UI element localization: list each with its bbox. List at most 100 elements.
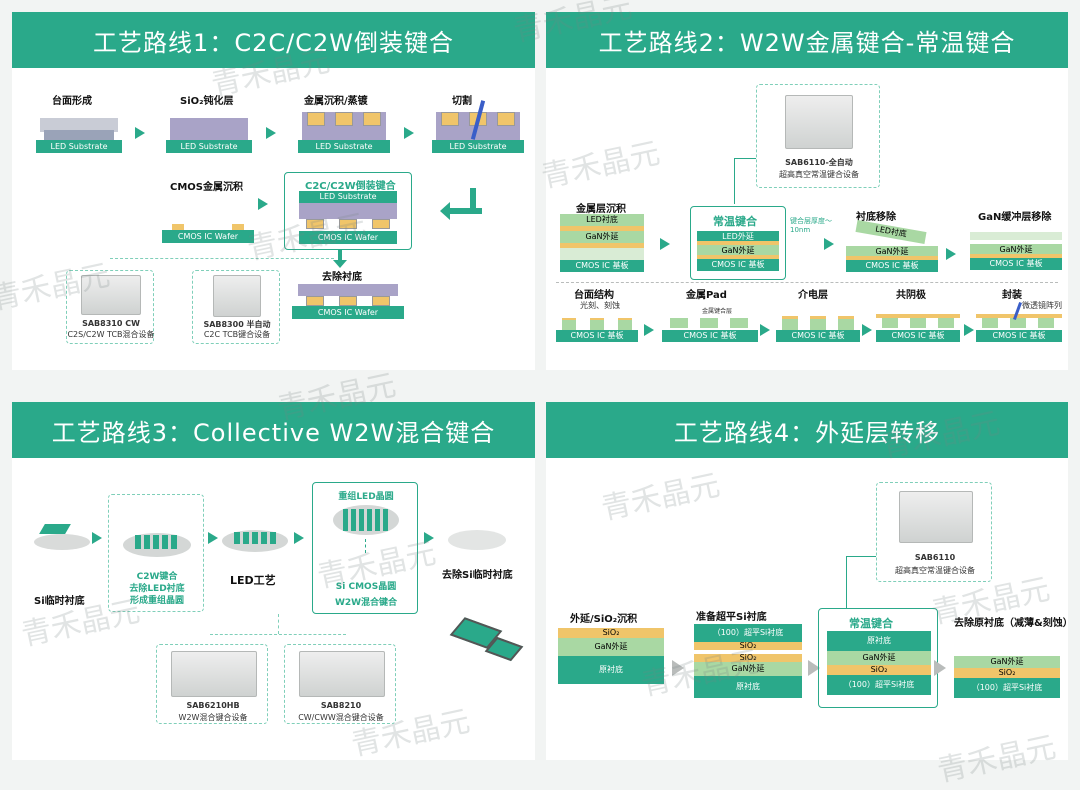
step-sio2-label: SiO₂钝化层 [180,96,234,107]
substrate-removal-label: 衬底移除 [856,212,896,223]
p3-arrow-2 [208,532,218,544]
machine-2-desc: C2C TCB键合设备 [203,330,271,339]
led-substrate-1: LED Substrate [36,140,122,153]
machine-sab6110-image [785,95,853,149]
arrow-1 [135,127,145,139]
stack-metal-deposit: LED衬底 GaN外延 CMOS IC 基板 [560,214,644,274]
remove-si-label: 去除Si临时衬底 [442,570,513,581]
arrow-4 [258,198,268,210]
litho-note: 光刻、刻蚀 [580,301,620,310]
arrow-2 [266,127,276,139]
pad-note: 金属键合层 [702,308,733,315]
w2w-bond-label: W2W混合键合 [334,598,398,608]
gan-buffer-removal-label: GaN缓冲层移除 [978,212,1052,223]
stack-mesa: LED Substrate [36,112,122,154]
step-dicing-label: 切割 [452,96,472,107]
stack-dicing: LED Substrate [432,100,524,154]
green-chip [39,524,71,534]
stack-sio2: LED Substrate [166,112,252,154]
c2w-line2: 去除LED衬底 [129,584,185,594]
stack-cmos-metal: CMOS IC Wafer [162,220,254,246]
p4-step4-label: 去除原衬底（减薄&刻蚀） [954,618,1073,629]
led-substrate-4: LED Substrate [432,140,524,153]
panel-3-title: 工艺路线3：Collective W2W混合键合 [12,402,535,458]
bond-box: C2C/C2W倒装键合 LED Substrate CMOS IC Wafer [284,172,412,250]
p4-arrow-2 [808,660,820,676]
machine-8210-box: SAB8210 CW/CWW混合键合设备 [284,644,396,724]
room-bond-label: 常温键合 [713,215,757,228]
p4-arrow-3 [934,660,946,676]
machine-8210-name: SAB8210 [320,701,362,710]
machine-sab6110-name: SAB6110-全自动 [785,158,853,167]
machine-1-desc: C2S/C2W TCB混合设备 [67,330,155,339]
cmos-metal-label: CMOS金属沉积 [170,182,243,193]
step-metal-label: 金属沉积/蒸镀 [304,96,368,107]
p4-step2-label: 准备超平Si衬底 [696,612,767,623]
dielectric-label: 介电层 [798,290,828,301]
p4-arrow-1 [672,660,684,676]
p3-arrow-4 [424,532,434,544]
stack-final: CMOS IC Wafer [292,284,404,320]
machine-2-image [213,275,261,317]
machine-4-name: SAB6110 [914,553,956,562]
cmos-wafer-final: CMOS IC Wafer [292,306,404,319]
cmos-wafer-1: CMOS IC Wafer [162,230,254,243]
row2-arrow-1 [644,324,654,336]
machine-4-desc: 超高真空常温键合设备 [895,566,975,575]
c2w-box: C2W键合 去除LED衬底 形成重组晶圆 [108,494,204,612]
machine-1-name: SAB8310 CW [82,319,140,328]
led-substrate-2: LED Substrate [166,140,252,153]
p4-stack-2: （100）超平Si衬底 SiO₂ SiO₂ GaN外延 原衬底 [694,624,802,702]
machine-1-box: SAB8310 CW C2S/C2W TCB混合设备 [66,270,155,344]
common-cathode-label: 共阴极 [896,290,926,301]
package-label: 封装 [1002,290,1022,301]
row2-stack-5: CMOS IC 基板 [976,302,1062,344]
bond-thickness-note: 键合层厚度～10nm [790,217,832,234]
row2-arrow-2 [760,324,770,336]
stack-metal: LED Substrate [298,112,390,154]
row2-arrow-4 [964,324,974,336]
si-temp-wafer [34,534,90,550]
step-mesa-label: 台面形成 [52,96,92,107]
panel-route-2: 工艺路线2：W2W金属键合-常温键合 SAB6110-全自动 超高真空常温键合设… [546,12,1068,370]
row2-stack-1: CMOS IC 基板 [556,314,638,344]
bond-title: C2C/C2W倒装键合 [305,181,396,192]
recon-wafer-label: 重组LED晶圆 [338,492,394,502]
row2-stack-2: 金属键合层 CMOS IC 基板 [662,308,758,344]
w2w-box: 重组LED晶圆 Si CMOS晶圆 W2W混合键合 [312,482,418,614]
remove-substrate-label: 去除衬底 [322,272,362,283]
machine-2-name: SAB8300 半自动 [203,320,271,329]
p3-arrow-3 [294,532,304,544]
machine-6210-desc: W2W混合键合设备 [178,713,248,722]
p3-arrow-1 [92,532,102,544]
machine-4-box: SAB6110 超高真空常温键合设备 [876,482,992,582]
row2-stack-4: CMOS IC 基板 [876,314,960,344]
panel-1-title: 工艺路线1：C2C/C2W倒装键合 [12,12,535,68]
c2w-line1: C2W键合 [136,572,178,582]
p4-stack-4: GaN外延 SiO₂ （100）超平Si衬底 [954,656,1060,704]
led-substrate-bond: LED Substrate [299,191,397,203]
panel-route-4: 工艺路线4：外延层转移 SAB6110 超高真空常温键合设备 外延/SiO₂沉积… [546,402,1073,760]
led-process-label: LED工艺 [230,574,276,587]
machine-4-image [899,491,973,543]
machine-6210-box: SAB6210HB W2W混合键合设备 [156,644,268,724]
machine-1-image [81,275,141,315]
panel-2-title: 工艺路线2：W2W金属键合-常温键合 [546,12,1068,68]
machine-6210-image [171,651,257,697]
led-substrate-3: LED Substrate [298,140,390,153]
metal-deposit-label: 金属层沉积 [576,204,626,215]
panel-route-1: 工艺路线1：C2C/C2W倒装键合 台面形成 SiO₂钝化层 金属沉积/蒸镀 切… [12,12,535,370]
machine-8210-desc: CW/CWW混合键合设备 [298,713,384,722]
c2w-line3: 形成重组晶圆 [129,596,184,606]
machine-6210-name: SAB6210HB [186,701,240,710]
p2-arrow-1 [660,238,670,250]
room-bond-box: 常温键合 LED外延 GaN外延 CMOS IC 基板 [690,206,786,280]
p4-stack-1: SiO₂ GaN外延 原衬底 [558,628,664,690]
cmos-wafer-bond: CMOS IC Wafer [299,231,397,244]
mesa-structure-label: 台面结构 [574,290,614,301]
machine-8210-image [299,651,385,697]
panel-4-title: 工艺路线4：外延层转移 [546,402,1068,458]
row2-stack-3: CMOS IC 基板 [776,314,860,344]
metal-pad-label: 金属Pad [686,290,727,301]
return-arrow [440,188,482,220]
